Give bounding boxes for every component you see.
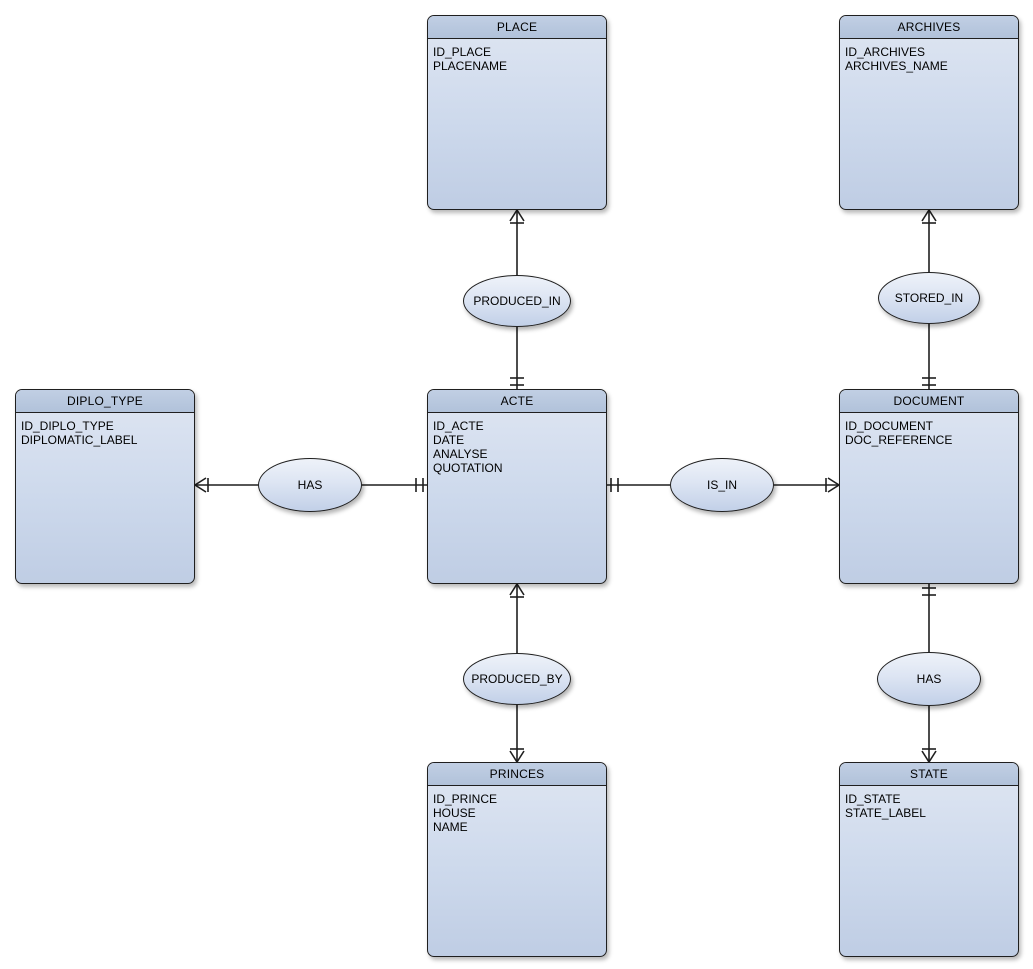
entity-title: PLACE (428, 16, 606, 39)
connector-diplo_type-has (193, 477, 258, 493)
entity-attribute: HOUSE (433, 806, 476, 820)
entity-attribute: ID_DIPLO_TYPE (21, 419, 114, 433)
relationship-has_diplo[interactable]: HAS (258, 458, 362, 512)
entity-title: ACTE (428, 390, 606, 413)
entity-attribute: ID_ARCHIVES (845, 45, 926, 59)
relationship-label: IS_IN (706, 478, 737, 492)
entity-title: ARCHIVES (840, 16, 1018, 39)
relationship-label: HAS (916, 672, 942, 686)
entity-title: STATE (840, 763, 1018, 786)
entity-attribute: DIPLOMATIC_LABEL (21, 433, 138, 447)
entity-title: DIPLO_TYPE (16, 390, 194, 413)
connector-is_in-document (774, 477, 841, 493)
entity-title: DOCUMENT (840, 390, 1018, 413)
entity-attribute: ID_STATE (845, 792, 901, 806)
relationship-has_state[interactable]: HAS (877, 652, 981, 706)
relationship-label: STORED_IN (894, 291, 964, 305)
connector-layer (193, 208, 937, 764)
relationship-stored_in[interactable]: STORED_IN (878, 272, 980, 324)
entity-attribute: NAME (433, 820, 468, 834)
entity-attribute: DOC_REFERENCE (845, 433, 953, 447)
relationship-label: HAS (297, 478, 323, 492)
connector-acte-produced_by (509, 582, 525, 653)
connector-document-has_state (922, 584, 936, 652)
relationship-produced_in[interactable]: PRODUCED_IN (463, 275, 571, 327)
entity-attribute: ID_PRINCE (433, 792, 498, 806)
entity-attribute: ID_DOCUMENT (845, 419, 934, 433)
entity-attribute: ANALYSE (433, 447, 488, 461)
entity-title: PRINCES (428, 763, 606, 786)
entity-attribute: QUOTATION (433, 461, 503, 475)
connector-archives-stored_in (921, 208, 937, 272)
connector-has_state-state (921, 706, 937, 764)
connector-produced_by-princes (509, 705, 525, 764)
relationship-label: PRODUCED_BY (471, 672, 563, 686)
connector-place-produced_in (509, 208, 525, 275)
connector-acte-is_in (607, 478, 670, 492)
relationship-label: PRODUCED_IN (473, 294, 561, 308)
relationship-produced_by[interactable]: PRODUCED_BY (463, 653, 571, 705)
entity-attribute: ID_ACTE (433, 419, 484, 433)
entity-attribute: ID_PLACE (433, 45, 492, 59)
connector-stored_in-document (922, 324, 936, 389)
connector-produced_in-acte (510, 327, 524, 389)
relationship-is_in[interactable]: IS_IN (670, 458, 774, 512)
entity-attribute: DATE (433, 433, 465, 447)
entity-attribute: ARCHIVES_NAME (845, 59, 948, 73)
connector-has-acte (362, 478, 427, 492)
entity-attribute: PLACENAME (433, 59, 508, 73)
entity-attribute: STATE_LABEL (845, 806, 926, 820)
